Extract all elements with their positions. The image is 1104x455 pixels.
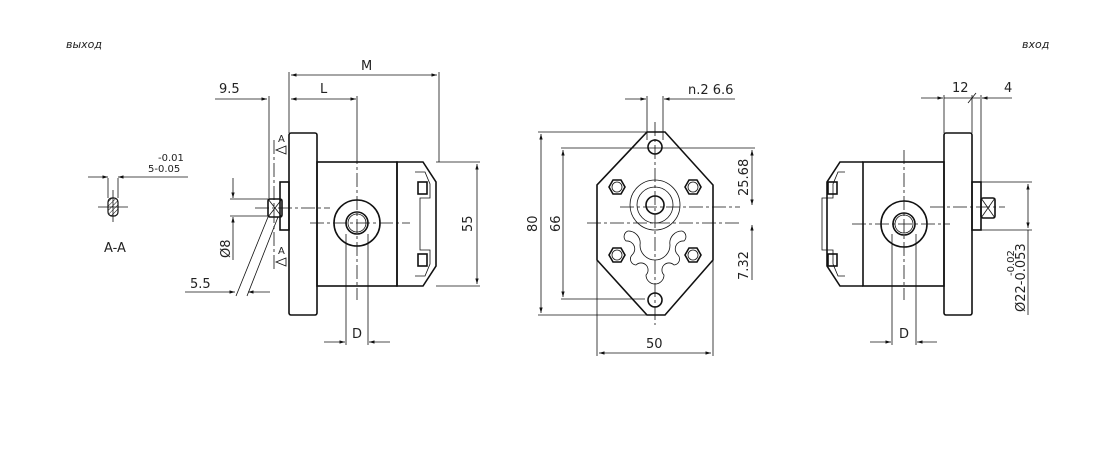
dim-dia-8: Ø8 [219,239,234,258]
key-tol-upper: -0.01 [158,153,184,164]
dim-m: M [361,59,372,74]
dim-4: 4 [1004,81,1012,96]
dim-25-68: 25.68 [737,159,752,196]
left-view: M 9.5 L 55 D Ø8 5.5 A A [185,59,480,345]
dim-7-32: 7.32 [737,251,752,280]
dim-9-5: 9.5 [219,82,240,97]
key-tol-nominal: 5-0.05 [148,164,180,175]
right-view: 12 4 Ø22-0.053 -0.02 D [821,81,1032,345]
shaft-diameter: Ø22-0.053 [1014,243,1029,312]
dim-50: 50 [646,337,663,352]
front-view: 80 66 50 n.2 6.6 25.68 7.32 [526,83,755,356]
shaft-tol-upper: -0.02 [1006,250,1017,276]
dim-12: 12 [952,81,969,96]
outlet-label: выход [66,38,102,51]
dim-55: 55 [461,215,476,232]
dim-d-left: D [352,327,362,342]
dim-80: 80 [526,215,541,232]
section-mark-top: A [278,134,285,145]
section-label: A-A [104,241,126,256]
dim-d-right: D [899,327,909,342]
section-a-a: -0.01 5-0.05 A-A [88,153,188,256]
hole-spec: n.2 6.6 [688,83,733,98]
dim-5-5: 5.5 [190,277,211,292]
dim-l: L [320,82,328,97]
dim-66: 66 [549,215,564,232]
section-mark-bottom: A [278,246,285,257]
inlet-label: вход [1022,38,1049,51]
